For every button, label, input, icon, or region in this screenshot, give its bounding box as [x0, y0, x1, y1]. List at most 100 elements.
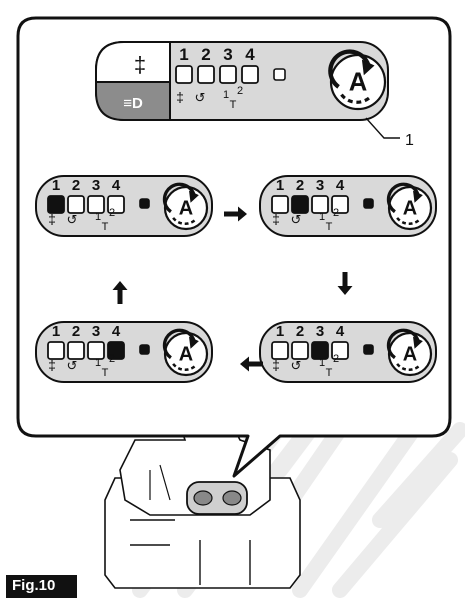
panel-mode-1-screw-mode-icon: ↺ [67, 212, 78, 227]
panel-mode-3-mode-letter: A [403, 344, 417, 366]
panel-mode-2-mode-arrowhead [413, 190, 423, 203]
panel-mode-1-mode-arrowhead [189, 190, 199, 203]
panel-mode-2-mode-dash [396, 216, 422, 226]
top-panel-num-1: 1 [179, 45, 188, 64]
arrow-up [112, 281, 128, 304]
panel-mode-3-indicator-3 [311, 341, 329, 360]
panel-mode-2-num-4: 4 [336, 177, 345, 194]
panel-mode-1-drill-mode-icon: ‡ [48, 211, 56, 227]
panel-mode-1-torque-1: 1 [95, 211, 101, 223]
tool-panel-btn-right [222, 490, 242, 506]
watermark-stroke-3 [292, 412, 428, 598]
panel-mode-2-status-light [363, 198, 374, 209]
panel-mode-3-num-1: 1 [276, 323, 284, 340]
top-panel-status-light [273, 68, 286, 81]
panel-mode-1-indicator-3 [87, 195, 105, 214]
top-panel-torque-letter: T [230, 99, 237, 111]
top-panel-num-2: 2 [201, 45, 210, 64]
top-panel-screw-mode-icon: ↺ [195, 90, 206, 105]
panel-mode-3-indicator-4 [331, 341, 349, 360]
arrow-down [337, 272, 353, 295]
leader-line [365, 117, 400, 139]
panel-mode-4-torque-1: 1 [95, 357, 101, 369]
top-panel-torque-2: 2 [237, 85, 243, 97]
panel-mode-4-indicator-3 [87, 341, 105, 360]
panel-mode-2-indicator-1 [271, 195, 289, 214]
panel-mode-1-torque-letter: T [102, 221, 109, 233]
panel-mode-4-indicator-2 [67, 341, 85, 360]
panel-mode-3-mode-arc [386, 328, 420, 360]
top-panel-mode-arrowhead [361, 59, 375, 76]
panel-mode-4-status-light [139, 344, 150, 355]
panel-mode-2-num-2: 2 [296, 177, 304, 194]
panel-mode-3-screw-mode-icon: ↺ [291, 358, 302, 373]
panel-mode-3-num-3: 3 [316, 323, 324, 340]
panel-mode-2-mode-arc [386, 182, 420, 214]
panel-mode-1-num-2: 2 [72, 177, 80, 194]
drill-mode-icon: ‡ [134, 52, 146, 77]
tool-panel-btn-left [193, 490, 213, 506]
panel-mode-2-drill-mode-icon: ‡ [272, 211, 280, 227]
top-panel-indicator-2 [197, 65, 215, 84]
panel-mode-3-torque-1: 1 [319, 357, 325, 369]
panel-mode-1-num-4: 4 [112, 177, 121, 194]
panel-mode-2-indicator-3 [311, 195, 329, 214]
panel-mode-4-screw-mode-icon: ↺ [67, 358, 78, 373]
panel-mode-2-torque-1: 1 [319, 211, 325, 223]
panel-mode-4-mode-arrowhead [189, 336, 199, 349]
panel-mode-2-num-1: 1 [276, 177, 284, 194]
top-panel-indicator-4 [241, 65, 259, 84]
panel-mode-4-torque-letter: T [102, 367, 109, 379]
panel-mode-1-mode-arc [162, 182, 196, 214]
panel-mode-3-drill-mode-icon: ‡ [272, 357, 280, 373]
panel-mode-1-mode-dash [172, 216, 198, 226]
panel-mode-4-mode-dash [172, 362, 198, 372]
panel-mode-4-mode-letter: A [179, 344, 193, 366]
panel-mode-2-indicator-4 [331, 195, 349, 214]
top-panel-indicator-3 [219, 65, 237, 84]
panel-mode-2-mode-letter: A [403, 198, 417, 220]
panel-mode-4-drill-mode-icon: ‡ [48, 357, 56, 373]
panel-mode-1-indicator-4 [107, 195, 125, 214]
panel-mode-2-indicator-2 [291, 195, 309, 214]
panel-mode-2-num-3: 3 [316, 177, 324, 194]
top-panel-mode-letter: A [349, 69, 368, 97]
panel-mode-3-mode-arrowhead [413, 336, 423, 349]
panel-mode-4-num-4: 4 [112, 323, 121, 340]
watermark-stroke-5 [372, 422, 465, 528]
panel-mode-3-indicator-2 [291, 341, 309, 360]
panel-mode-3-mode-dash [396, 362, 422, 372]
top-panel-mode-arc [328, 49, 371, 89]
watermark-stroke-4 [332, 452, 458, 598]
callout-leader: 1 [365, 117, 414, 149]
drill-section [95, 41, 171, 83]
top-panel-drill-mode-icon: ‡ [176, 89, 184, 105]
panel-mode-4-num-2: 2 [72, 323, 80, 340]
panel-mode-4-indicator-1 [47, 341, 65, 360]
arrow-right [224, 206, 247, 222]
panel-mode-3-status-light [363, 344, 374, 355]
panel-mode-4-num-3: 3 [92, 323, 100, 340]
callout-number: 1 [405, 132, 414, 149]
panel-mode-4-torque-2: 2 [109, 353, 115, 365]
panel-mode-1-num-1: 1 [52, 177, 60, 194]
tool-panel [186, 481, 248, 515]
panel-mode-3-indicator-1 [271, 341, 289, 360]
light-icon: ≡D [123, 95, 143, 112]
panel-mode-1-indicator-1 [47, 195, 65, 214]
top-panel-mode-dash [340, 93, 373, 104]
panel-mode-3-torque-2: 2 [333, 353, 339, 365]
figure-label: Fig.10 [6, 575, 78, 598]
panel-mode-1-status-light [139, 198, 150, 209]
arrow-left [240, 356, 263, 372]
panel-mode-4-num-1: 1 [52, 323, 60, 340]
top-panel-indicator-1 [175, 65, 193, 84]
top-panel-num-4: 4 [245, 45, 255, 64]
